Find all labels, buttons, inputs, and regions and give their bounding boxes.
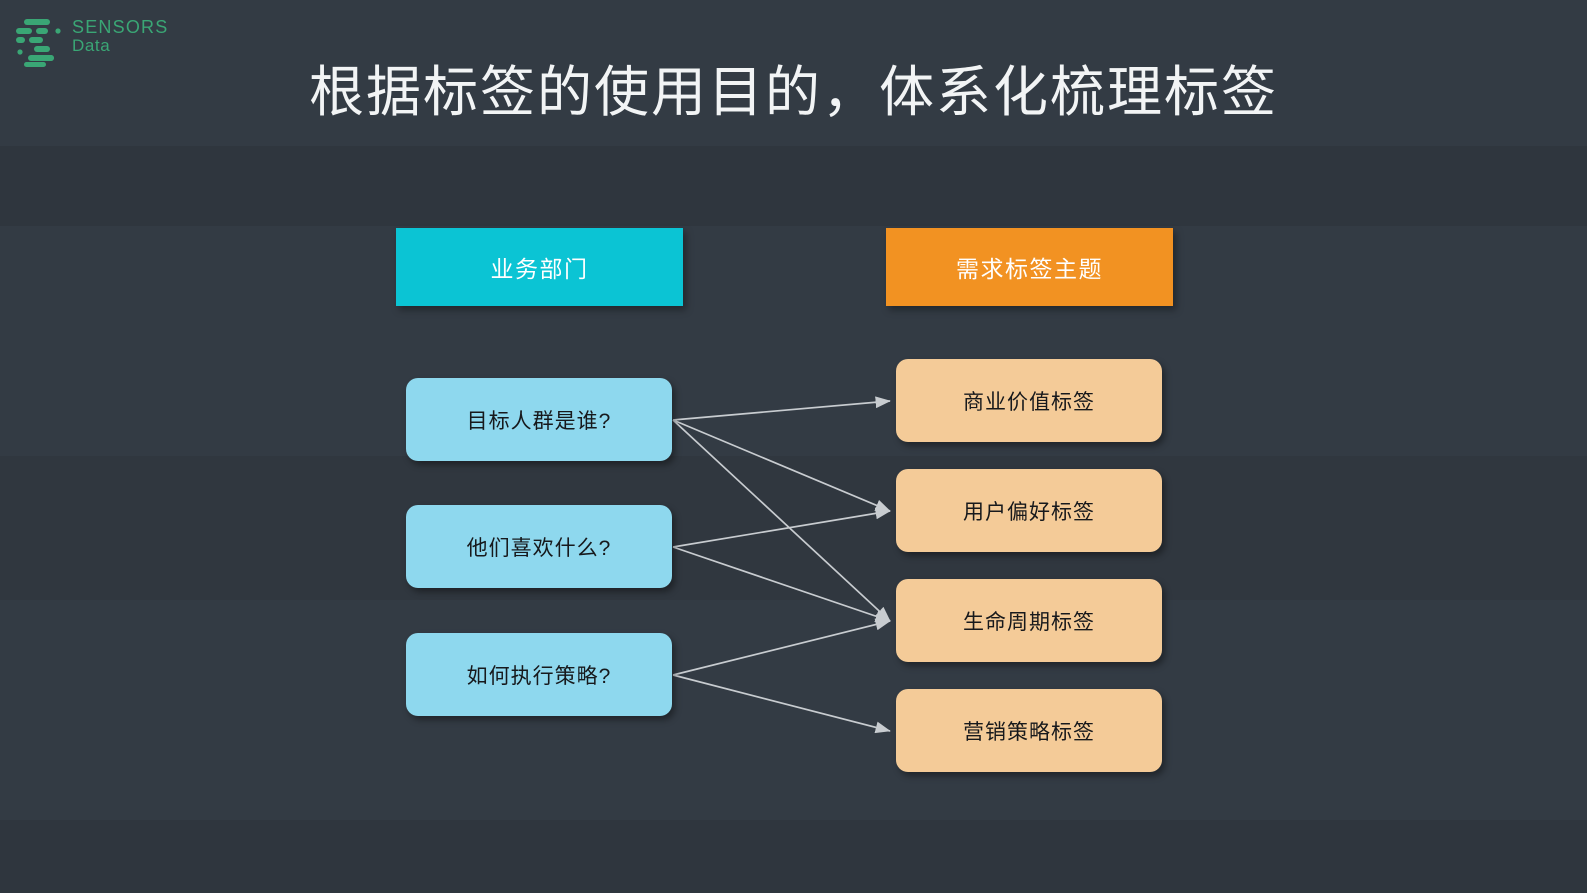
connector-q1-to-t3 — [672, 419, 891, 622]
connector-q1-to-t2 — [672, 419, 891, 512]
question-box-target-audience: 目标人群是谁? — [406, 378, 672, 461]
sensors-data-logo-icon — [16, 19, 61, 67]
brand-logo: SENSORS Data — [14, 16, 224, 72]
tag-box-lifecycle: 生命周期标签 — [896, 579, 1162, 662]
page-title: 根据标签的使用目的，体系化梳理标签 — [308, 61, 1278, 123]
tag-box-business-value: 商业价值标签 — [896, 359, 1162, 442]
connector-q3-to-t3 — [672, 618, 891, 676]
column-header-tag-theme: 需求标签主题 — [886, 228, 1173, 306]
tag-box-user-preference: 用户偏好标签 — [896, 469, 1162, 552]
brand-wordmark: SENSORS Data — [72, 17, 169, 56]
column-header-business-department: 业务部门 — [396, 228, 683, 306]
brand-name-line-2: Data — [72, 36, 111, 56]
question-box-strategy-execution: 如何执行策略? — [406, 633, 672, 716]
connector-q2-to-t3 — [672, 546, 891, 622]
brand-name-line-1: SENSORS — [72, 17, 169, 37]
connector-q3-to-t4 — [672, 674, 891, 734]
connector-q2-to-t2 — [672, 507, 891, 548]
connector-q1-to-t1 — [672, 396, 891, 421]
tag-box-marketing-strategy: 营销策略标签 — [896, 689, 1162, 772]
question-box-preferences: 他们喜欢什么? — [406, 505, 672, 588]
